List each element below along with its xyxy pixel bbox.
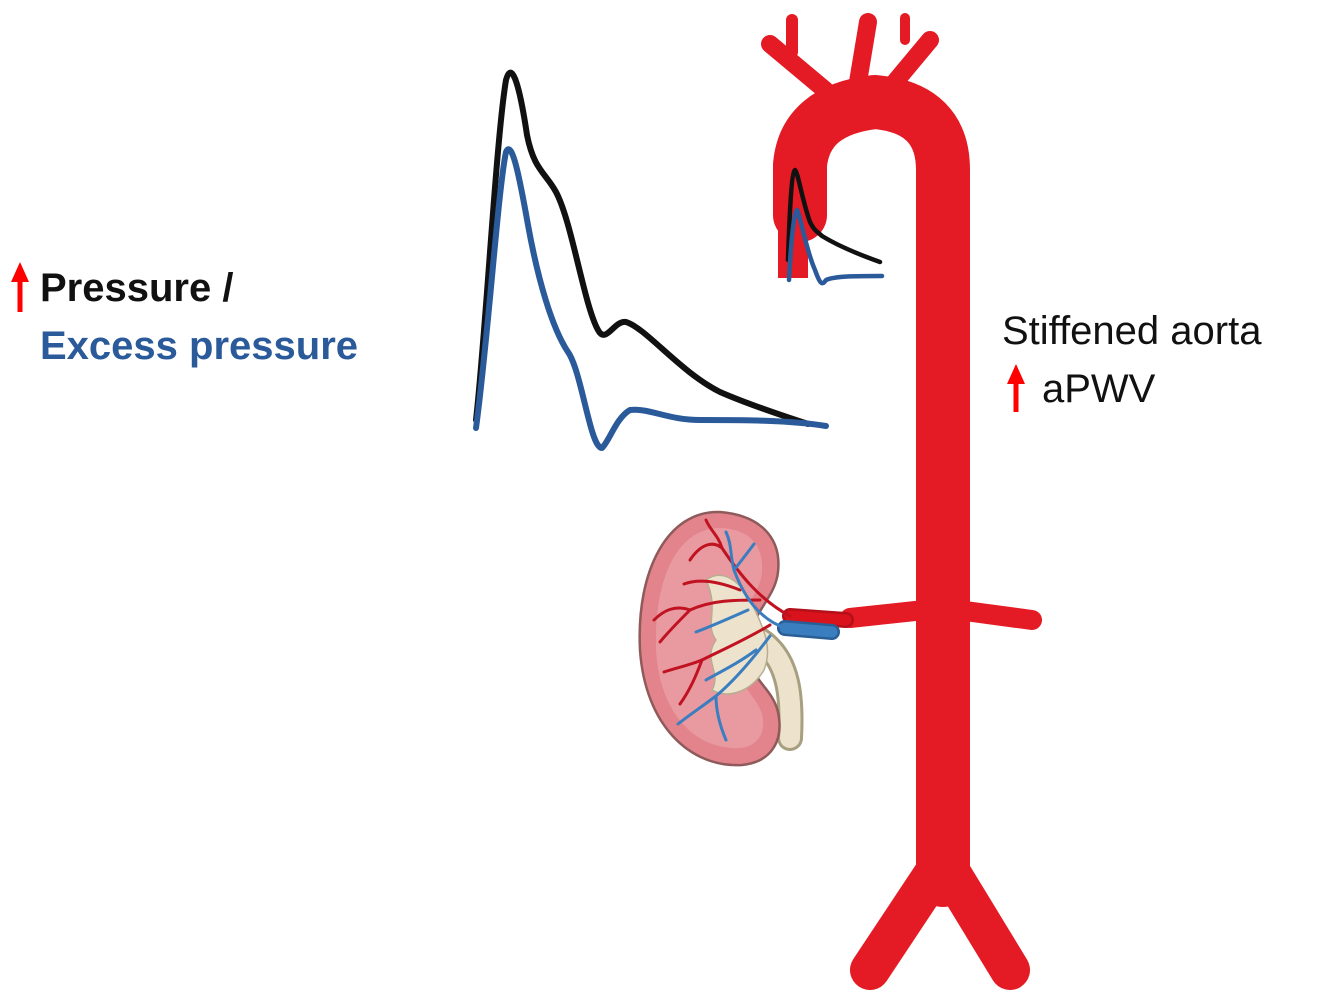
aorta-icon — [770, 18, 1032, 970]
pressure-wave — [476, 73, 808, 424]
pressure-label: Pressure / — [40, 266, 233, 311]
pressure-waveforms — [476, 73, 826, 448]
up-arrow-icon — [11, 262, 29, 312]
aortic-root-waveforms — [778, 160, 882, 283]
apwv-label: aPWV — [1042, 367, 1155, 412]
kidney-icon — [640, 512, 846, 765]
up-arrow-icon — [1007, 364, 1025, 412]
excess-pressure-label: Excess pressure — [40, 324, 358, 369]
stiffened-aorta-label: Stiffened aorta — [1002, 309, 1261, 354]
